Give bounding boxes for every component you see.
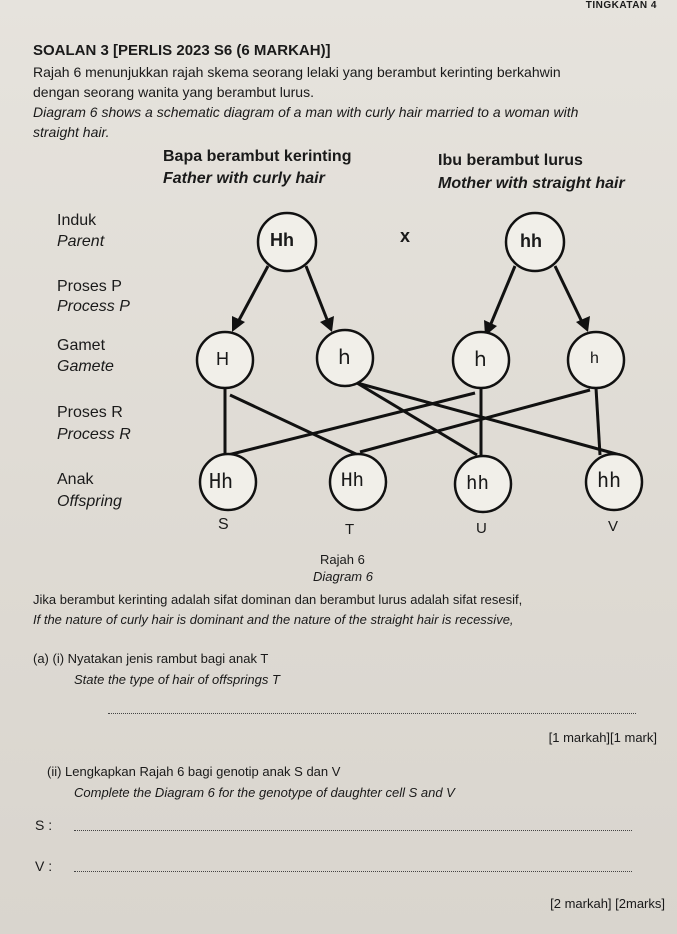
offspring-letter-v: V (608, 518, 619, 535)
answer-label-v: V : (35, 858, 53, 874)
question-a-i-english: State the type of hair of offsprings T (74, 672, 280, 687)
gamete-4-label: h (590, 350, 599, 367)
answer-line-a-i[interactable] (108, 712, 636, 714)
gamete-3-label: h (474, 347, 487, 371)
row-label-process-p-en: Process P (57, 298, 130, 315)
offspring-v-genotype: hh (597, 468, 622, 492)
gamete-circle-2 (315, 328, 375, 388)
offspring-letter-s: S (218, 516, 229, 533)
question-a-ii-english: Complete the Diagram 6 for the genotype … (74, 785, 455, 800)
mother-label-english: Mother with straight hair (438, 175, 625, 192)
process-p-arrows (236, 265, 584, 327)
offspring-t-genotype: Hh (341, 469, 364, 491)
father-label-malay: Bapa berambut kerinting (163, 148, 352, 165)
parent-mother-genotype: hh (520, 231, 542, 251)
process-r-lines (223, 381, 621, 457)
parent-mother-circle (504, 211, 566, 273)
offspring-letter-u: U (476, 520, 487, 537)
marks-a-ii: [2 markah] [2marks] (550, 896, 665, 911)
offspring-u-genotype: hh (466, 472, 489, 494)
answer-label-s: S : (35, 817, 53, 833)
offspring-circle-v (584, 452, 644, 512)
parent-father-genotype: Hh (270, 230, 294, 250)
offspring-circle-u (453, 454, 513, 514)
statement-malay: Jika berambut kerinting adalah sifat dom… (33, 592, 523, 607)
intro-english-line-1: Diagram 6 shows a schematic diagram of a… (33, 104, 579, 120)
form-level-header: TINGKATAN 4 (585, 0, 657, 11)
row-label-gamete-ms: Gamet (57, 337, 106, 354)
question-a-i-malay: (a) (i) Nyatakan jenis rambut bagi anak … (33, 651, 269, 666)
intro-malay-line-1: Rajah 6 menunjukkan rajah skema seorang … (33, 64, 561, 80)
answer-line-v[interactable] (74, 870, 632, 872)
offspring-letter-t: T (345, 521, 355, 538)
mother-label-malay: Ibu berambut lurus (438, 152, 583, 169)
cross-symbol: x (400, 226, 411, 246)
intro-malay-line-2: dengan seorang wanita yang berambut luru… (33, 84, 314, 100)
row-label-process-r-en: Process R (57, 426, 131, 443)
gamete-2-label: h (338, 345, 351, 369)
gamete-1-label: H (216, 349, 229, 369)
parent-father-circle (256, 211, 318, 273)
row-label-offspring-en: Offspring (57, 493, 122, 510)
answer-line-s[interactable] (74, 829, 632, 831)
process-p-arrowheads (232, 316, 590, 336)
row-label-parent-en: Parent (57, 233, 105, 250)
offspring-circle-t (328, 452, 388, 512)
diagram-caption-malay: Rajah 6 (320, 552, 365, 567)
intro-english-line-2: straight hair. (33, 124, 110, 140)
row-label-gamete-en: Gamete (57, 358, 114, 375)
marks-a-i: [1 markah][1 mark] (548, 730, 657, 745)
question-a-ii-malay: (ii) Lengkapkan Rajah 6 bagi genotip ana… (47, 764, 341, 779)
row-label-offspring-ms: Anak (57, 471, 94, 488)
father-label-english: Father with curly hair (163, 170, 325, 187)
offspring-s-genotype: Hh (209, 469, 234, 493)
diagram-caption-english: Diagram 6 (313, 569, 373, 584)
row-label-process-r-ms: Proses R (57, 404, 123, 421)
row-label-process-p-ms: Proses P (57, 278, 122, 295)
offspring-circle-s (198, 452, 258, 512)
statement-english: If the nature of curly hair is dominant … (33, 612, 514, 627)
row-label-parent-ms: Induk (57, 212, 97, 229)
question-title: SOALAN 3 [PERLIS 2023 S6 (6 MARKAH)] (33, 42, 331, 59)
